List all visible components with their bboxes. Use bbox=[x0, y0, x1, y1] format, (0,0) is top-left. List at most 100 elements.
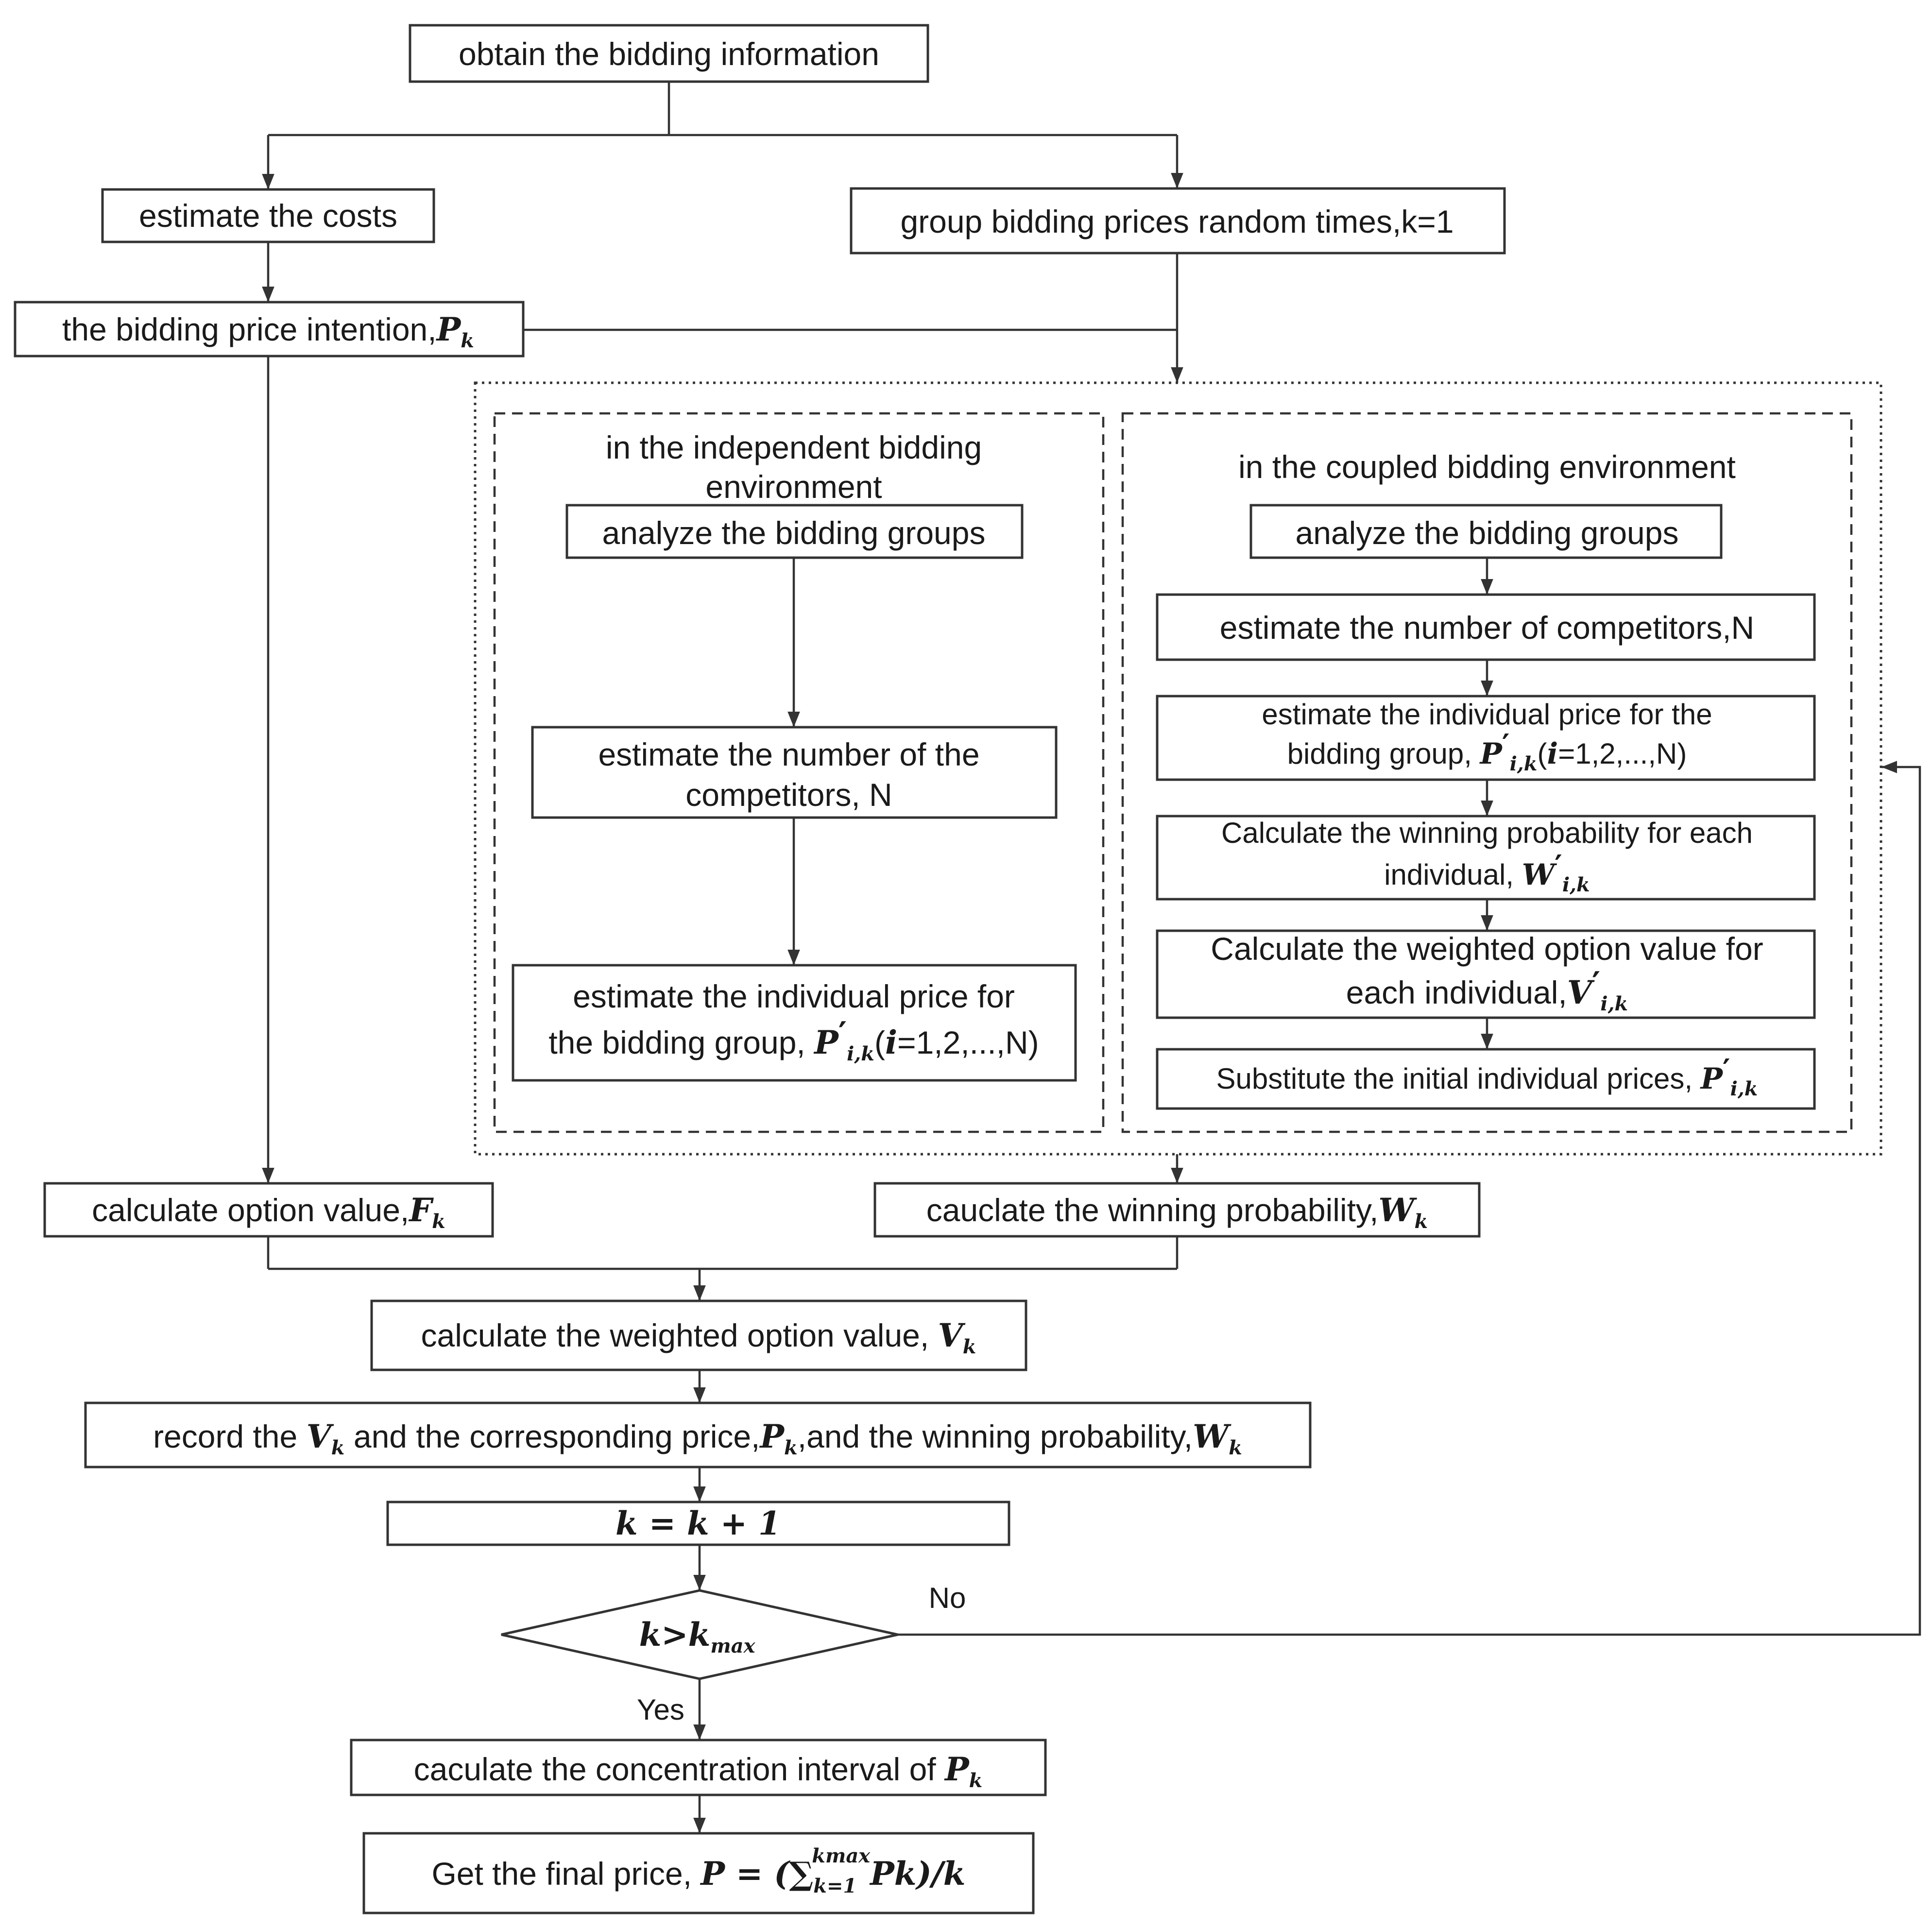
node-cpl-price-text-2: bidding group, P′i,k(i=1,2,...,N) bbox=[1287, 728, 1687, 775]
environments-frame bbox=[474, 381, 1882, 1156]
node-cpl-probability-label-2: individual, bbox=[1384, 858, 1514, 891]
label-yes: Yes bbox=[637, 1693, 684, 1726]
math-sub-k: k bbox=[331, 1436, 345, 1459]
node-cpl-weighted-label-1: Calculate the weighted option value for bbox=[1211, 931, 1763, 967]
node-option-value: calculate option value,Fk bbox=[43, 1182, 494, 1238]
node-ind-analyze-label: analyze the bidding groups bbox=[602, 515, 986, 551]
node-estimate-costs: estimate the costs bbox=[101, 188, 435, 243]
math-sub-ik: i,k bbox=[1730, 1077, 1758, 1100]
label-no: No bbox=[929, 1582, 966, 1614]
node-increment-label: k = k + 1 bbox=[616, 1504, 781, 1542]
math-i: i bbox=[885, 1024, 897, 1061]
math-sub-k: k bbox=[784, 1436, 798, 1459]
node-concentration-text: caculate the concentration interval of P… bbox=[414, 1750, 983, 1792]
math-prime: ′ bbox=[1555, 849, 1562, 883]
node-ind-number: estimate the number of the competitors, … bbox=[531, 726, 1058, 819]
node-weighted-value-label: calculate the weighted option value, bbox=[421, 1317, 929, 1353]
node-ind-number-label-1: estimate the number of the bbox=[598, 736, 979, 772]
math-P: P bbox=[1479, 737, 1503, 771]
math-prime: ′ bbox=[838, 1015, 847, 1053]
math-sub-k: k bbox=[461, 329, 474, 352]
arrow-no-loop bbox=[898, 761, 1921, 1636]
math-final-sup: kmax bbox=[812, 1844, 871, 1867]
node-group-prices: group bidding prices random times,k=1 bbox=[850, 187, 1506, 255]
node-final-price-label: Get the final price, bbox=[431, 1856, 692, 1892]
math-sub-k: k bbox=[1415, 1210, 1428, 1233]
node-cpl-number-label: estimate the number of competitors,N bbox=[1220, 610, 1754, 646]
node-winning-probability: cauclate the winning probability,Wk bbox=[873, 1182, 1481, 1238]
node-record-label-3: ,and the winning probability, bbox=[798, 1418, 1193, 1454]
node-winning-probability-text: cauclate the winning probability,Wk bbox=[926, 1191, 1428, 1233]
math-i: i bbox=[1547, 737, 1558, 771]
node-option-value-text: calculate option value,Fk bbox=[92, 1191, 445, 1233]
coupled-environment-frame bbox=[1121, 412, 1853, 1133]
node-cpl-substitute: Substitute the initial individual prices… bbox=[1156, 1048, 1816, 1110]
node-record-text: record the Vk and the corresponding pric… bbox=[153, 1417, 1242, 1459]
math-sub-k: k bbox=[963, 1335, 976, 1358]
node-cpl-analyze-label: analyze the bidding groups bbox=[1296, 515, 1679, 551]
math-P: P bbox=[813, 1024, 839, 1061]
node-concentration: caculate the concentration interval of P… bbox=[350, 1739, 1047, 1796]
node-cpl-weighted-label-2: each individual, bbox=[1346, 974, 1567, 1010]
math-final-tail: Pk)/k bbox=[869, 1855, 965, 1893]
math-W: W bbox=[1522, 858, 1557, 892]
node-decision-label: k>k bbox=[639, 1616, 711, 1654]
node-cpl-substitute-text: Substitute the initial individual prices… bbox=[1216, 1053, 1758, 1100]
math-V: V bbox=[1567, 973, 1595, 1011]
independent-environment-frame bbox=[493, 412, 1105, 1133]
independent-env-title-1: in the independent bidding bbox=[606, 429, 982, 465]
node-concentration-label: caculate the concentration interval of bbox=[414, 1751, 937, 1787]
math-sub-max: max bbox=[710, 1635, 755, 1657]
node-option-value-label: calculate option value, bbox=[92, 1192, 409, 1228]
math-P: P bbox=[944, 1750, 970, 1788]
node-cpl-weighted-text-2: each individual,V′i,k bbox=[1346, 965, 1628, 1015]
math-sub-ik: i,k bbox=[847, 1042, 874, 1065]
node-price-intention: the bidding price intention,Pk bbox=[14, 301, 525, 358]
math-prime: ′ bbox=[1502, 728, 1510, 762]
node-estimate-costs-label: estimate the costs bbox=[139, 198, 397, 234]
node-group-prices-label: group bidding prices random times,k=1 bbox=[900, 204, 1453, 239]
node-ind-price: estimate the individual price for the bi… bbox=[512, 964, 1077, 1082]
node-cpl-probability-text-2: individual, W′i,k bbox=[1384, 849, 1590, 896]
node-ind-price-label-1: estimate the individual price for bbox=[573, 978, 1015, 1014]
math-sub-ik: i,k bbox=[1510, 752, 1538, 775]
node-obtain-information: obtain the bidding information bbox=[409, 24, 929, 83]
node-cpl-substitute-label: Substitute the initial individual prices… bbox=[1216, 1062, 1693, 1095]
math-V: V bbox=[307, 1417, 334, 1455]
node-record-label-1: record the bbox=[153, 1418, 297, 1454]
node-price-intention-label: the bidding price intention, bbox=[62, 311, 437, 347]
connectors bbox=[262, 82, 1921, 1833]
math-final-sub: k=1 bbox=[813, 1875, 856, 1897]
math-sub-k: k bbox=[969, 1769, 983, 1792]
node-decision-text: k>kmax bbox=[639, 1616, 756, 1657]
node-cpl-probability: Calculate the winning probability for ea… bbox=[1156, 815, 1816, 901]
node-increment: k = k + 1 bbox=[386, 1501, 1010, 1546]
node-record-label-2: and the corresponding price, bbox=[354, 1418, 760, 1454]
node-decision: k>kmax bbox=[501, 1589, 898, 1680]
math-W: W bbox=[1193, 1417, 1231, 1455]
math-prime: ′ bbox=[1592, 965, 1600, 1003]
node-cpl-probability-label-1: Calculate the winning probability for ea… bbox=[1221, 817, 1753, 849]
node-obtain-label: obtain the bidding information bbox=[459, 36, 879, 72]
node-cpl-number: estimate the number of competitors,N bbox=[1156, 593, 1816, 661]
node-winning-probability-label: cauclate the winning probability, bbox=[926, 1192, 1379, 1228]
node-weighted-value: calculate the weighted option value, Vk bbox=[370, 1299, 1027, 1371]
independent-env-title-2: environment bbox=[705, 469, 882, 505]
node-cpl-analyze: analyze the bidding groups bbox=[1249, 504, 1723, 559]
node-cpl-weighted: Calculate the weighted option value for … bbox=[1156, 929, 1816, 1019]
node-cpl-price: estimate the individual price for the bi… bbox=[1156, 695, 1816, 781]
node-cpl-price-label-2: bidding group, bbox=[1287, 737, 1472, 770]
node-record: record the Vk and the corresponding pric… bbox=[84, 1401, 1312, 1468]
math-P: P bbox=[759, 1417, 785, 1455]
node-ind-price-label-2: the bidding group, bbox=[548, 1024, 805, 1060]
node-weighted-value-text: calculate the weighted option value, Vk bbox=[421, 1316, 976, 1358]
math-W: W bbox=[1378, 1191, 1417, 1229]
node-price-intention-text: the bidding price intention,Pk bbox=[62, 310, 474, 352]
math-V: V bbox=[938, 1316, 966, 1354]
math-sub-k: k bbox=[1229, 1436, 1242, 1459]
math-P: P bbox=[436, 310, 462, 348]
math-F: F bbox=[408, 1191, 434, 1229]
math-sub-k: k bbox=[432, 1210, 445, 1233]
math-sub-ik: i,k bbox=[1562, 873, 1590, 896]
